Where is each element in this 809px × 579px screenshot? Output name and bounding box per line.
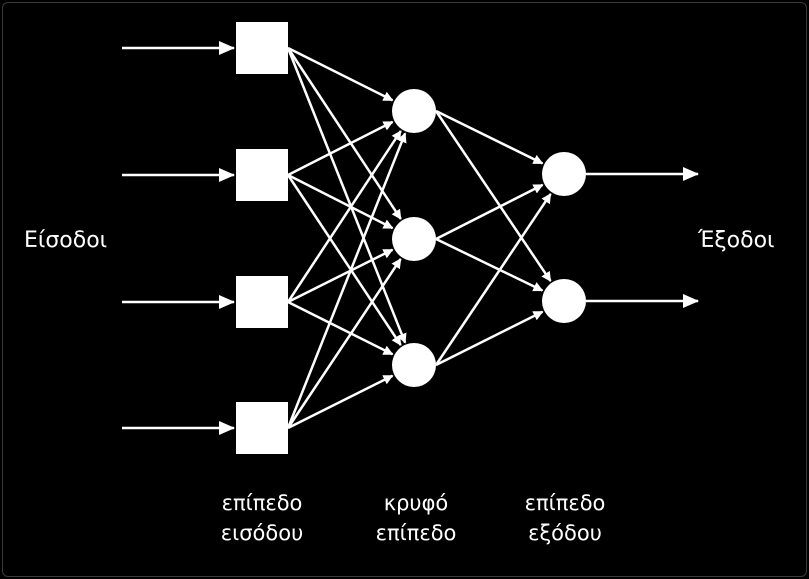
edge-hidden-3-output-2 bbox=[435, 310, 544, 367]
edge-input-1-hidden-3 bbox=[286, 47, 407, 344]
hidden-layer-label-line2: επίπεδο bbox=[375, 521, 457, 545]
edge-hidden-1-output-2 bbox=[434, 110, 552, 282]
output-layer-label-line2: εξόδου bbox=[528, 521, 602, 545]
io-arrows bbox=[122, 41, 699, 435]
network-nodes bbox=[236, 22, 586, 454]
edge-input-1-hidden-1 bbox=[287, 46, 394, 102]
hidden-node-3 bbox=[392, 343, 436, 387]
edge-input-3-hidden-3 bbox=[287, 300, 394, 356]
input-node-1 bbox=[236, 22, 288, 74]
input-layer-label-line1: επίπεδο bbox=[221, 491, 303, 515]
outputs-label: Έξοδοι bbox=[698, 228, 775, 253]
connection-edges bbox=[286, 46, 552, 430]
inputs-label: Είσοδοι bbox=[24, 228, 108, 253]
edge-input-2-hidden-3 bbox=[286, 174, 402, 346]
edge-hidden-2-output-2 bbox=[435, 237, 544, 292]
edge-input-4-hidden-1 bbox=[286, 132, 407, 429]
edge-input-1-hidden-2 bbox=[286, 47, 402, 220]
input-node-2 bbox=[236, 149, 288, 201]
edge-input-3-hidden-2 bbox=[287, 248, 394, 304]
input-layer-label-line2: εισόδου bbox=[220, 521, 304, 545]
edge-input-4-hidden-3 bbox=[287, 374, 394, 430]
edge-hidden-3-output-1 bbox=[434, 193, 552, 366]
output-layer-label: επίπεδο εξόδου bbox=[495, 488, 635, 548]
edge-hidden-1-output-1 bbox=[435, 109, 544, 165]
hidden-node-2 bbox=[392, 217, 436, 261]
edge-hidden-2-output-1 bbox=[435, 183, 544, 241]
input-layer-label: επίπεδο εισόδου bbox=[192, 488, 332, 548]
hidden-layer-label-line1: κρυφό bbox=[383, 491, 449, 515]
output-node-2 bbox=[542, 279, 586, 323]
output-node-1 bbox=[542, 152, 586, 196]
output-layer-label-line1: επίπεδο bbox=[524, 491, 606, 515]
hidden-layer-label: κρυφό επίπεδο bbox=[346, 488, 486, 548]
edge-input-2-hidden-2 bbox=[287, 173, 394, 230]
edge-input-4-hidden-2 bbox=[286, 258, 402, 429]
edge-input-2-hidden-1 bbox=[287, 120, 394, 177]
edge-input-3-hidden-1 bbox=[286, 130, 402, 303]
input-node-4 bbox=[236, 402, 288, 454]
hidden-node-1 bbox=[392, 89, 436, 133]
input-node-3 bbox=[236, 276, 288, 328]
